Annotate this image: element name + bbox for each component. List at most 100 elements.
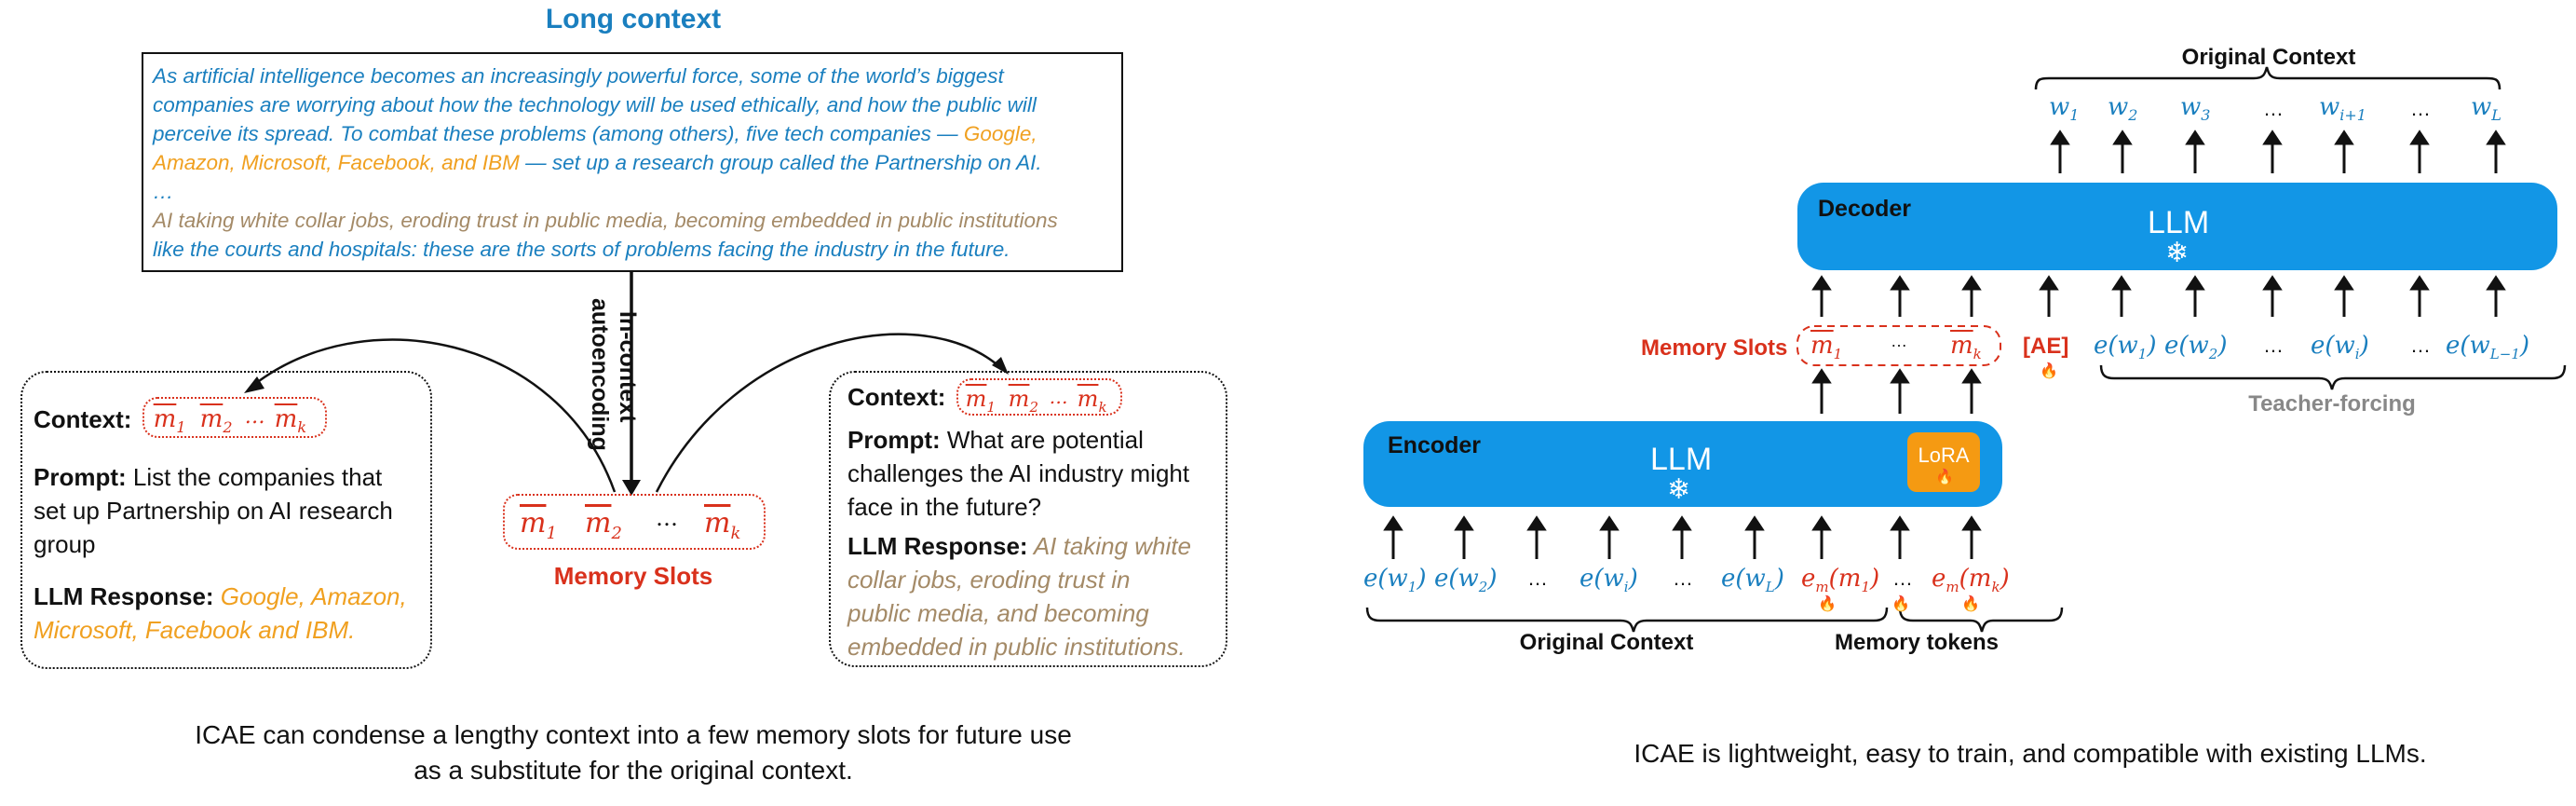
fire-icon: 🔥	[1935, 470, 1954, 485]
memory-slot: mk	[704, 507, 741, 543]
long-context-title: Long context	[545, 4, 722, 34]
prompt-text: List the companies that	[126, 463, 383, 491]
decoder-input-arrow-head	[2409, 275, 2430, 291]
response-text: AI taking white	[1027, 532, 1191, 561]
ae-token: [AE]	[2023, 334, 2069, 359]
decoder-label: Decoder	[1818, 196, 1912, 222]
response-text: collar jobs, eroding trust in	[847, 566, 1131, 594]
embedding-token: e(wL−1)	[2446, 332, 2530, 363]
fire-icon: 🔥	[2040, 363, 2058, 379]
long-context-box: As artificial intelligence becomes an in…	[142, 52, 1123, 272]
response-text: Google, Amazon,	[213, 582, 407, 610]
context-text: perceive its spread. To combat these pro…	[153, 122, 964, 145]
embedding-token: e(w2)	[2164, 332, 2228, 363]
lora-block: LoRA 🔥	[1907, 432, 1980, 492]
encoder-bar	[1363, 421, 2002, 507]
response-label: LLM Response:	[34, 582, 214, 610]
context-line: Amazon, Microsoft, Facebook, and IBM — s…	[153, 148, 1112, 177]
card-memory-slots: m1 m2 … mk	[956, 378, 1122, 417]
context-ellipsis: …	[153, 180, 174, 203]
token-ellipsis: …	[1527, 567, 1548, 590]
decoder-output-arrow-head	[2486, 130, 2506, 145]
memory-slot-ellipsis: …	[656, 505, 678, 531]
encoder-input-arrow-head	[1454, 515, 1474, 531]
encoder-output-arrow-head	[1890, 368, 1910, 384]
teacher-forcing-label: Teacher-forcing	[2248, 391, 2416, 417]
output-token: w2	[2108, 93, 2138, 125]
memory-slot-token: m1	[1810, 332, 1843, 363]
memory-slots-label-right: Memory Slots	[1641, 335, 1788, 361]
prompt-label: Prompt:	[847, 426, 941, 455]
in-context-label: In-context	[615, 311, 641, 423]
embedding-token: e(wL)	[1721, 565, 1784, 596]
encoder-input-arrow-head	[1599, 515, 1620, 531]
autoencoding-word: autoencoding	[587, 298, 613, 451]
snowflake-icon: ❄	[2165, 238, 2190, 268]
prompt-text: group	[34, 530, 96, 558]
context-highlight: Google,	[963, 122, 1037, 145]
memory-token: em(mk)	[1932, 565, 2010, 596]
embedding-token: e(wi)	[2311, 332, 2369, 363]
card-memory-slots: m1 m2 … mk	[142, 397, 327, 438]
caption-line: as a substitute for the original context…	[414, 756, 853, 785]
encoder-input-arrow-head	[1811, 515, 1832, 531]
decoder-input-arrow-head	[2185, 275, 2205, 291]
token-ellipsis: …	[1891, 332, 1907, 350]
prompt-text: challenges the AI industry might	[847, 459, 1190, 488]
token-ellipsis: …	[2263, 334, 2284, 357]
memory-slots-label: Memory Slots	[553, 562, 713, 590]
token-ellipsis: …	[1673, 567, 1693, 590]
encoder-output-arrow-head	[1961, 368, 1982, 384]
encoder-input-arrow-head	[1672, 515, 1692, 531]
context-line: AI taking white collar jobs, eroding tru…	[153, 209, 1058, 232]
context-line: companies are worrying about how the tec…	[153, 93, 1037, 116]
lora-label: LoRA	[1918, 444, 1970, 467]
context-text: — set up a research group called the Par…	[519, 151, 1042, 174]
memory-slots-center: m1 m2 … mk	[503, 494, 766, 550]
autoencoding-label: In-context autoencoding	[587, 298, 671, 475]
decoder-llm-label: LLM	[2148, 205, 2210, 240]
decoder-output-arrow-head	[2050, 130, 2070, 145]
encoder-input-arrow-head	[1961, 515, 1982, 531]
fire-icon: 🔥	[1891, 596, 1910, 612]
left-arrows	[244, 272, 1009, 496]
prompt-text: set up Partnership on AI research	[34, 497, 393, 525]
token-ellipsis: …	[2263, 97, 2284, 120]
response-text: embedded in public institutions.	[847, 633, 1186, 662]
fire-icon: 🔥	[1818, 596, 1837, 612]
encoder-input-arrow-head	[1526, 515, 1547, 531]
right-card-text: Context: m1 m2 … mk Prompt: What are pot…	[847, 378, 1220, 663]
response-text: Microsoft, Facebook and IBM.	[34, 616, 356, 644]
context-line: As artificial intelligence becomes an in…	[153, 64, 1004, 88]
encoder-label: Encoder	[1388, 432, 1482, 458]
context-line: perceive its spread. To combat these pro…	[153, 119, 1112, 148]
memory-slot: m2	[585, 507, 622, 543]
decoder-output-arrow-head	[2409, 130, 2430, 145]
decoder-bar	[1797, 183, 2557, 270]
encoder-input-arrow-head	[1890, 515, 1910, 531]
embedding-token: e(w1)	[1363, 565, 1427, 596]
context-highlight: Amazon, Microsoft, Facebook, and IBM	[153, 151, 520, 174]
left-card-text: Context: m1 m2 … mk Prompt: List the com…	[34, 397, 425, 647]
token-ellipsis: …	[1892, 567, 1913, 590]
decoder-input-arrow-head	[1811, 275, 1832, 291]
decoder-output-arrow-head	[2185, 130, 2205, 145]
original-context-top-label: Original Context	[2181, 45, 2356, 70]
embedding-token: e(w1)	[2094, 332, 2157, 363]
output-token: w3	[2180, 93, 2211, 125]
context-label: Context:	[847, 383, 946, 411]
response-label: LLM Response:	[847, 532, 1028, 561]
left-caption: ICAE can condense a lengthy context into…	[75, 717, 1192, 788]
original-context-bottom-label: Original Context	[1519, 630, 1694, 655]
output-token: wL	[2471, 93, 2501, 125]
token-ellipsis: …	[2410, 97, 2431, 120]
caption-line: ICAE can condense a lengthy context into…	[195, 720, 1072, 749]
prompt-label: Prompt:	[34, 463, 127, 491]
snowflake-icon: ❄	[1667, 474, 1691, 505]
decoder-input-arrow-head	[2039, 275, 2059, 291]
response-text: public media, and becoming	[847, 599, 1149, 628]
memory-token: em(m1)	[1801, 565, 1880, 596]
encoder-llm-label: LLM	[1650, 442, 1713, 477]
prompt-text: face in the future?	[847, 493, 1042, 522]
